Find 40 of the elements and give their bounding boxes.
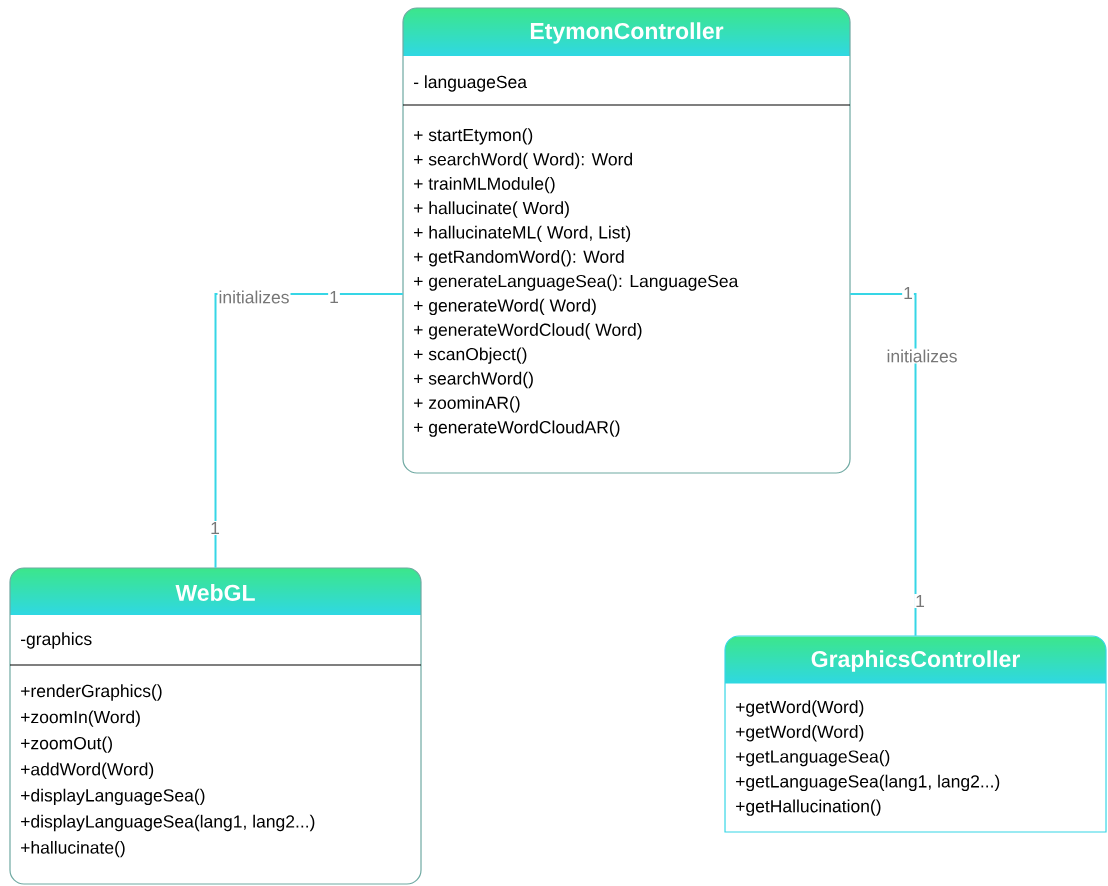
method-text: + startEtymon()	[414, 128, 533, 145]
method-text: +getLanguageSea(lang1, lang2...)	[736, 774, 1000, 792]
attribute-text: - languageSea	[414, 75, 527, 92]
class-name: WebGL	[175, 584, 255, 601]
method-text: + searchWord()	[414, 371, 533, 389]
method-text: + trainMLModule()	[414, 177, 555, 194]
class-name: GraphicsController	[811, 650, 1020, 672]
method-text: + searchWord( Word): Word	[414, 152, 633, 169]
method-text: +hallucinate()	[21, 840, 125, 858]
method-text: +getWord(Word)	[736, 700, 864, 717]
method-text: + getRandomWord(): Word	[414, 250, 624, 267]
class-box	[9, 567, 422, 885]
method-text: +getLanguageSea()	[736, 749, 890, 767]
multiplicity-label: 1	[902, 286, 914, 300]
method-text: +getHallucination()	[736, 799, 881, 816]
class-box	[724, 635, 1107, 833]
connector-line	[849, 293, 917, 637]
method-text: +getWord(Word)	[736, 725, 864, 742]
method-text: + generateLanguageSea(): LanguageSea	[414, 274, 739, 291]
method-text: + hallucinateML( Word, List)	[414, 225, 631, 243]
class-box	[402, 7, 851, 474]
method-text: +zoomOut()	[21, 736, 112, 753]
method-text: + scanObject()	[414, 347, 527, 364]
method-text: + generateWordCloud( Word)	[414, 323, 642, 340]
method-text: +displayLanguageSea(lang1, lang2...)	[21, 814, 315, 832]
multiplicity-label: 1	[914, 594, 926, 609]
method-text: +zoomIn(Word)	[21, 710, 140, 727]
multiplicity-label: 1	[209, 521, 221, 536]
method-text: + hallucinate( Word)	[414, 201, 569, 218]
method-text: + generateWordCloudAR()	[414, 420, 620, 437]
class-name: EtymonController	[530, 22, 724, 44]
method-text: +displayLanguageSea()	[21, 788, 205, 806]
method-text: +addWord(Word)	[21, 762, 154, 779]
method-text: +renderGraphics()	[21, 684, 162, 701]
attribute-text: -graphics	[21, 632, 92, 649]
multiplicity-label: 1	[328, 290, 340, 304]
method-text: + generateWord( Word)	[414, 298, 596, 316]
method-text: + zoominAR()	[414, 396, 520, 413]
edge-label: initializes	[885, 348, 959, 364]
edge-label: initializes	[217, 289, 291, 305]
